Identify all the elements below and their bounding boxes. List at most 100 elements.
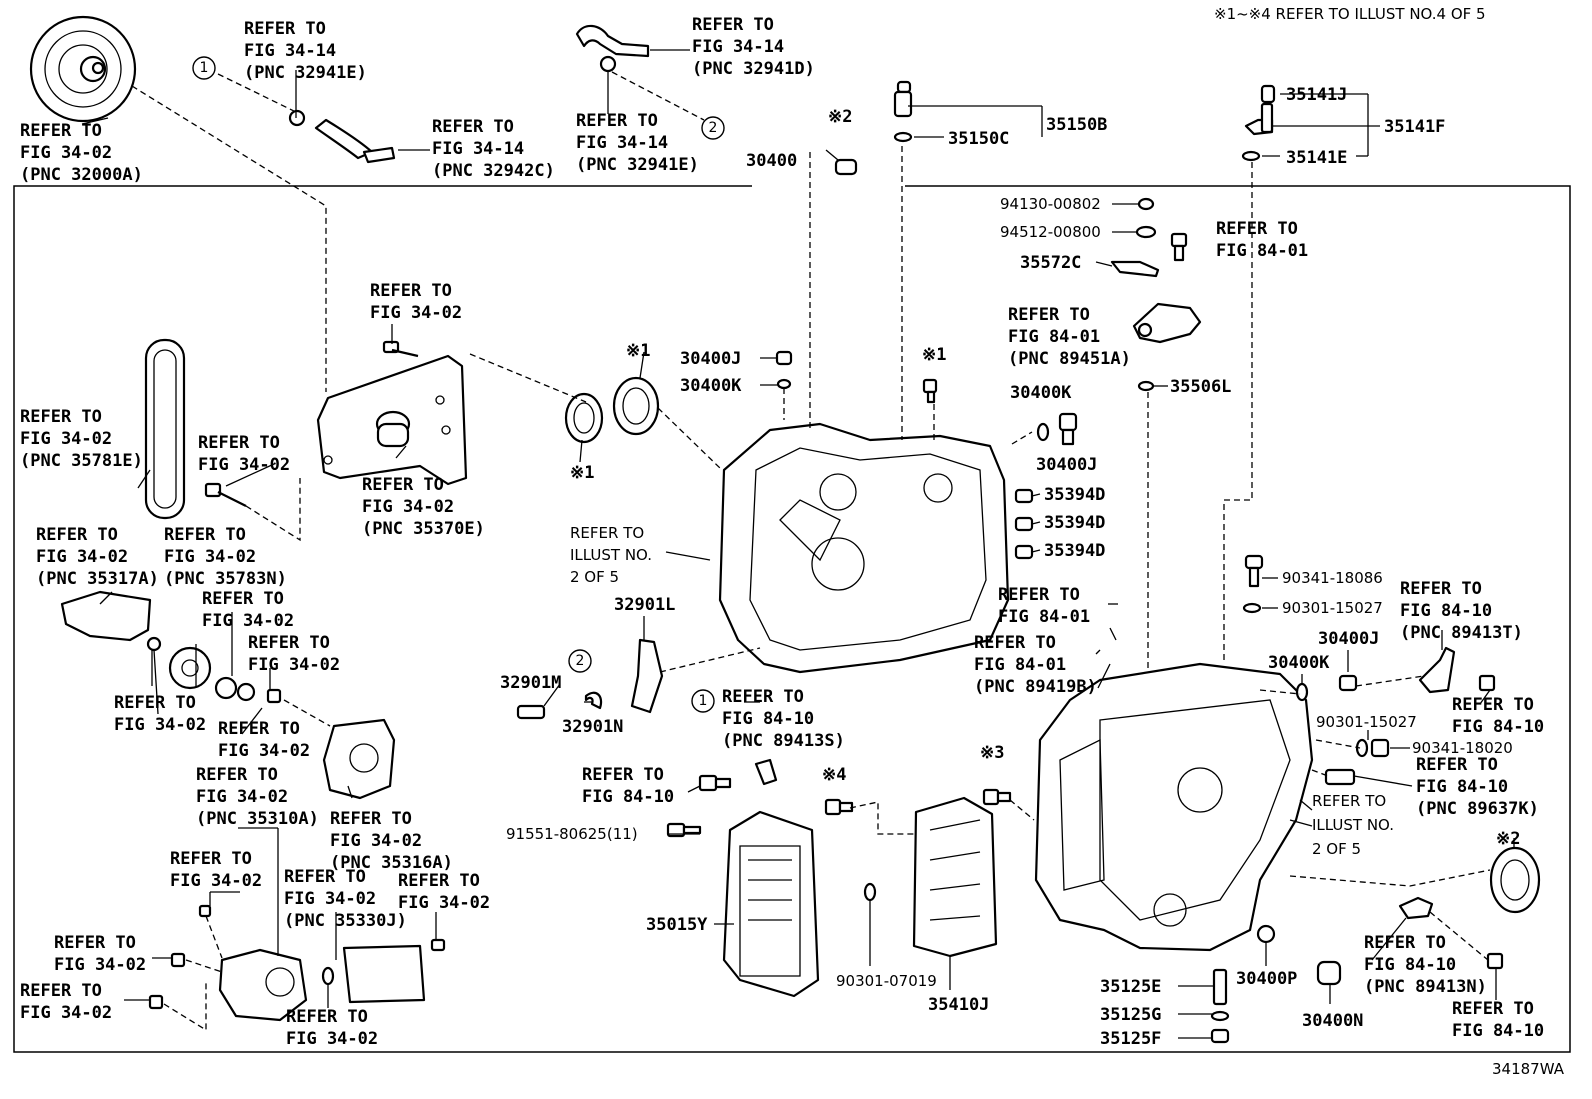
part-30400p: 30400P bbox=[1236, 969, 1297, 989]
nut-94130 bbox=[1137, 197, 1155, 211]
ref-fig-34-14-pnc-32941e-mid: REFER TO FIG 34-14 (PNC 32941E) bbox=[576, 111, 699, 175]
bolt-34-02-lower-right bbox=[430, 938, 446, 952]
marker-s1-seal: ※1 bbox=[626, 341, 650, 361]
part-94512-00800: 94512-00800 bbox=[1000, 223, 1101, 241]
washer-94512 bbox=[1135, 225, 1157, 239]
marker-s4: ※4 bbox=[822, 765, 846, 785]
oil-seal-small bbox=[564, 392, 604, 444]
plug-30400j-right bbox=[1058, 412, 1078, 446]
ref-fig-34-14-pnc-32941d: REFER TO FIG 34-14 (PNC 32941D) bbox=[692, 15, 815, 79]
plug-30400n bbox=[1316, 960, 1342, 986]
ref-fig-84-01-pnc-89451a: REFER TO FIG 84-01 (PNC 89451A) bbox=[1008, 305, 1131, 369]
bracket-32901l bbox=[630, 638, 664, 714]
ref-fig-34-02-bolt-top: REFER TO FIG 34-02 bbox=[370, 281, 462, 323]
part-30400: 30400 bbox=[746, 151, 797, 171]
ref-fig-84-10-pnc-89413t: REFER TO FIG 84-10 (PNC 89413T) bbox=[1400, 579, 1523, 643]
clip-32901n bbox=[584, 691, 603, 710]
plug-30400j-lower bbox=[1338, 674, 1358, 692]
diagram-code: 34187WA bbox=[1492, 1060, 1565, 1078]
transaxle-housing bbox=[1034, 662, 1314, 952]
ref-fig-34-02-pnc-35781e: REFER TO FIG 34-02 (PNC 35781E) bbox=[20, 407, 143, 471]
plug-30400j-top bbox=[775, 350, 793, 390]
pin-34-02 bbox=[198, 904, 212, 918]
oil-cooler-hose-right bbox=[575, 24, 650, 73]
ref-fig-84-01-mid: REFER TO FIG 84-01 bbox=[998, 585, 1090, 627]
part-35141e: 35141E bbox=[1286, 148, 1347, 168]
part-35125g: 35125G bbox=[1100, 1005, 1161, 1025]
bolt-84-10-right bbox=[1478, 674, 1496, 692]
part-35125e: 35125E bbox=[1100, 977, 1161, 997]
plug-90341-18020 bbox=[1370, 738, 1390, 758]
ref-fig-34-02-pnc-35310a: REFER TO FIG 34-02 (PNC 35310A) bbox=[196, 765, 319, 829]
bolt-84-01-top bbox=[1170, 232, 1188, 262]
ref-fig-84-10-pnc-89637k: REFER TO FIG 84-10 (PNC 89637K) bbox=[1416, 755, 1539, 819]
marker-s1-seal-small: ※1 bbox=[570, 463, 594, 483]
oil-pump-cover-plate bbox=[316, 354, 468, 486]
ref-fig-34-02-i: REFER TO FIG 34-02 bbox=[286, 1007, 378, 1049]
o-ring-30400k-lower bbox=[1295, 682, 1309, 702]
part-30400k-c: 30400K bbox=[1268, 653, 1330, 673]
bolt-s1-top bbox=[922, 378, 938, 404]
ref-fig-34-02-a: REFER TO FIG 34-02 bbox=[202, 589, 294, 631]
marker-s3: ※3 bbox=[980, 743, 1004, 763]
ref-fig-84-10-right-b: REFER TO FIG 84-10 bbox=[1452, 999, 1544, 1041]
ref-fig-84-01-top: REFER TO FIG 84-01 bbox=[1216, 219, 1308, 261]
part-30400n: 30400N bbox=[1302, 1011, 1363, 1031]
bolt-s3 bbox=[982, 788, 1012, 806]
part-35394d-2: 35394D bbox=[1044, 513, 1105, 533]
bolt-small-left bbox=[266, 688, 282, 704]
part-90301-15027-b: 90301-15027 bbox=[1316, 713, 1417, 731]
part-35015y: 35015Y bbox=[646, 915, 708, 935]
o-ring-small-left bbox=[146, 636, 162, 652]
valve-body bbox=[912, 796, 998, 958]
part-30400j-c: 30400J bbox=[1318, 629, 1379, 649]
nut-35125f bbox=[1210, 1028, 1230, 1044]
ref-fig-34-02-bolt-mid: REFER TO FIG 34-02 bbox=[198, 433, 290, 475]
speed-sensor-35150b bbox=[893, 80, 913, 143]
park-neutral-switch bbox=[1132, 302, 1202, 344]
assembly-frame bbox=[13, 185, 1571, 1053]
bolt-84-10-lower-right bbox=[1486, 952, 1504, 970]
speed-sensor-35141f bbox=[1241, 84, 1276, 162]
callout-1-mid: 1 bbox=[699, 693, 708, 709]
oil-seal-large bbox=[612, 376, 660, 436]
bracket-35572c bbox=[1110, 260, 1160, 278]
marker-s1-bolt: ※1 bbox=[922, 345, 946, 365]
torque-converter bbox=[29, 15, 137, 123]
leader-lines bbox=[81, 49, 1515, 1039]
sensor-89413s bbox=[754, 758, 778, 786]
header-note: ※1~※4 REFER TO ILLUST NO.4 OF 5 bbox=[1214, 5, 1486, 23]
o-ring-34-02-lower bbox=[321, 966, 335, 986]
ref-fig-84-01-pnc-89419b: REFER TO FIG 84-01 (PNC 89419B) bbox=[974, 633, 1097, 697]
bearing bbox=[214, 676, 256, 702]
bolt-34-02-top bbox=[382, 340, 419, 358]
part-90301-07019: 90301-07019 bbox=[836, 972, 937, 990]
part-30400k-a: 30400K bbox=[680, 376, 742, 396]
ref-fig-34-02-g: REFER TO FIG 34-02 bbox=[54, 933, 146, 975]
part-35150b: 35150B bbox=[1046, 115, 1107, 135]
part-32901l: 32901L bbox=[614, 595, 675, 615]
drain-plug-90341-18086 bbox=[1244, 554, 1264, 588]
bolt-34-02-mid bbox=[204, 482, 247, 507]
bolt-91551 bbox=[666, 822, 702, 838]
part-90341-18020: 90341-18020 bbox=[1412, 739, 1513, 757]
plug-30400p bbox=[1256, 924, 1276, 944]
ref-fig-34-02-pnc-35783n: REFER TO FIG 34-02 (PNC 35783N) bbox=[164, 525, 287, 589]
ref-fig-34-02-pnc-35330j: REFER TO FIG 34-02 (PNC 35330J) bbox=[284, 867, 407, 931]
o-ring-30400k-right bbox=[1036, 422, 1050, 442]
callout-1-top: 1 bbox=[200, 60, 209, 76]
part-32901m: 32901M bbox=[500, 673, 561, 693]
ref-fig-34-02-e: REFER TO FIG 34-02 bbox=[170, 849, 262, 891]
shaft-35125e bbox=[1212, 968, 1228, 1006]
part-90341-18086: 90341-18086 bbox=[1282, 569, 1383, 587]
transaxle-case bbox=[718, 422, 1010, 674]
part-35394d-3: 35394D bbox=[1044, 541, 1105, 561]
ref-fig-84-10-pnc-89413n: REFER TO FIG 84-10 (PNC 89413N) bbox=[1364, 933, 1487, 997]
part-30400k-b: 30400K bbox=[1010, 383, 1072, 403]
circled-callouts: 1 2 2 1 bbox=[192, 56, 725, 713]
part-35150c: 35150C bbox=[948, 129, 1009, 149]
oil-seal-s2-right bbox=[1489, 846, 1541, 914]
ref-fig-34-02-h: REFER TO FIG 34-02 bbox=[20, 981, 112, 1023]
